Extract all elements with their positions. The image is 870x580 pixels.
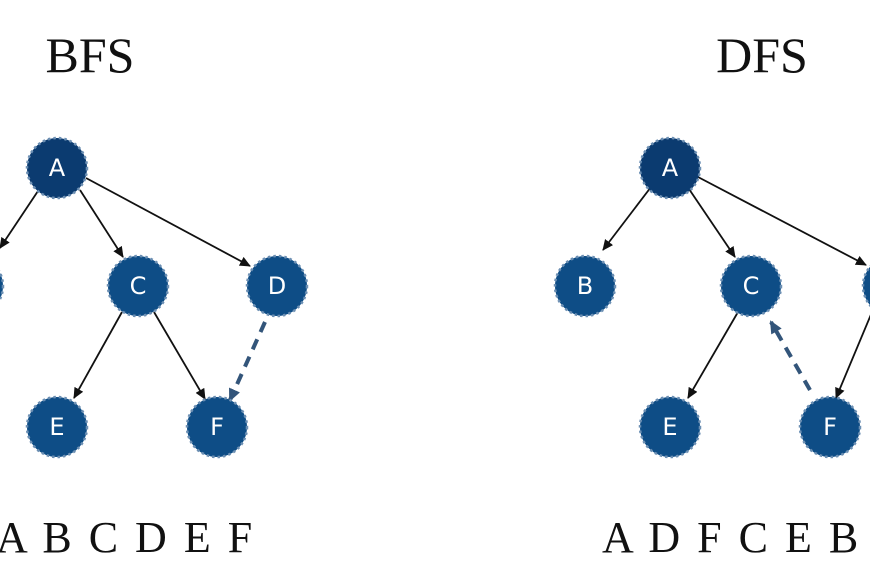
bfs-node-e: E — [25, 395, 89, 459]
bfs-node-e-label: E — [49, 413, 64, 441]
bfs-panel: BFS A B C D E F — [0, 27, 309, 562]
dfs-node-e-label: E — [662, 413, 677, 441]
bfs-node-f-label: F — [210, 413, 224, 441]
dfs-node-e: E — [638, 395, 702, 459]
bfs-title: BFS — [46, 27, 135, 83]
dfs-panel: DFS A B C D E F — [553, 27, 870, 562]
bfs-node-c: C — [106, 254, 170, 318]
dfs-node-c: C — [719, 254, 783, 318]
dfs-node-a: A — [638, 136, 702, 200]
bfs-node-d-label: D — [268, 272, 286, 300]
dfs-node-a-label: A — [662, 154, 679, 182]
bfs-edge-a-b — [0, 187, 41, 249]
dfs-edge-a-d — [697, 176, 867, 266]
bfs-edge-c-f — [153, 311, 206, 400]
bfs-edge-c-e — [73, 311, 123, 399]
bfs-node-b: B — [0, 270, 5, 302]
dfs-node-b: B — [553, 254, 617, 318]
bfs-node-c-label: C — [130, 272, 147, 300]
bfs-edge-a-d — [85, 177, 251, 267]
dfs-edge-a-c — [688, 188, 736, 258]
dfs-node-f: F — [798, 395, 862, 459]
bfs-edge-a-c — [79, 189, 124, 258]
bfs-node-a: A — [25, 136, 89, 200]
bfs-node-f: F — [185, 395, 249, 459]
dfs-edge-d-f — [835, 314, 870, 399]
dfs-node-f-label: F — [823, 413, 837, 441]
dfs-edge-a-b — [602, 186, 652, 251]
dfs-dashed-arrow-f-c — [769, 320, 812, 391]
bfs-node-d: D — [245, 254, 309, 318]
dfs-node-d: D — [861, 264, 870, 308]
dfs-node-c-label: C — [743, 272, 760, 300]
bfs-dashed-arrow-d-f — [228, 321, 267, 402]
dfs-node-b-label: B — [577, 272, 593, 300]
dfs-title: DFS — [716, 27, 808, 83]
dfs-edge-c-e — [687, 311, 739, 399]
bfs-node-a-label: A — [49, 154, 66, 182]
bfs-order: A B C D E F — [0, 513, 255, 562]
dfs-order: A D F C E B — [602, 513, 861, 562]
